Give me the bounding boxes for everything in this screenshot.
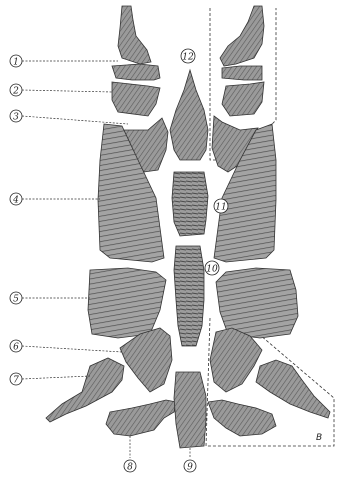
bone-5-right [216,268,298,338]
label-11: 11 [214,199,228,213]
label-7: 7 [10,373,22,386]
bone-1-left [112,64,160,80]
label-7-text: 7 [13,376,19,386]
bone-8-right [208,400,276,436]
label-3: 3 [10,110,22,123]
bone-7-right [256,360,330,418]
label-6-text: 6 [13,343,19,353]
bone-2-right [222,82,264,116]
label-12: 12 [181,49,195,63]
central-column [170,70,208,448]
label-2: 2 [10,84,22,97]
bone-11 [172,172,208,236]
left-bones [46,6,176,436]
label-6: 6 [10,340,22,353]
bone-1-right [222,66,262,80]
bone-upper-right-top [220,6,264,66]
label-5: 5 [10,292,22,305]
label-9-text: 9 [187,463,193,473]
leader-3 [22,116,128,124]
right-bones [208,6,330,436]
label-11-text: 11 [215,203,226,213]
label-4-text: 4 [12,196,19,206]
bone-2-left [112,82,160,116]
leader-7 [22,376,90,379]
label-2-text: 2 [12,87,19,97]
bone-12 [170,70,208,160]
label-4: 4 [10,193,22,206]
label-9: 9 [184,460,196,473]
label-8-text: 8 [127,463,133,473]
bone-10 [174,246,204,346]
label-8: 8 [124,460,136,473]
bone-9 [174,372,206,448]
leader-2 [22,90,112,92]
label-3-text: 3 [13,113,19,123]
corner-letter: B [316,433,322,443]
bone-5-left [88,268,166,338]
label-10: 10 [205,261,219,275]
bone-8-left [106,400,176,436]
bone-upper-left-top [118,6,151,64]
bone-6-left [120,328,172,392]
label-10-text: 10 [206,265,218,275]
label-5-text: 5 [13,295,19,305]
label-1-text: 1 [13,58,19,68]
label-12-text: 12 [182,53,194,63]
label-1: 1 [10,55,22,68]
leader-6 [22,346,122,352]
